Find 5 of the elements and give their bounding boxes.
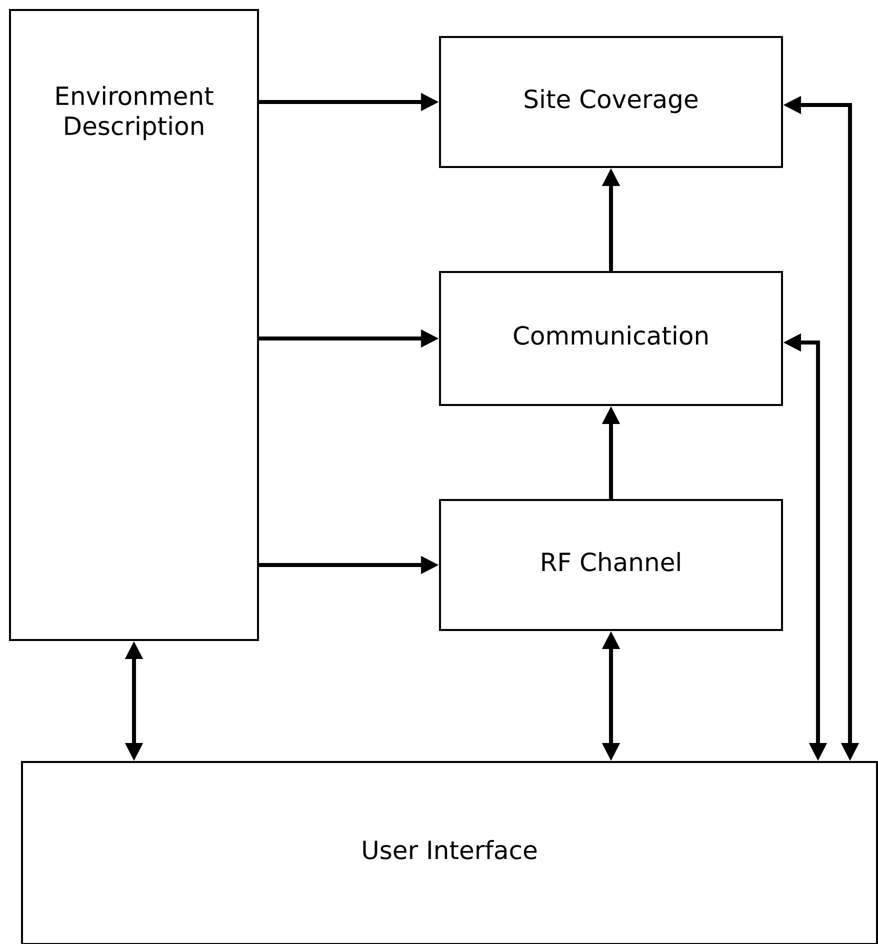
process-box: User Interface [21, 761, 878, 944]
process-box: Environment Description [9, 9, 259, 641]
process-box: Communication [439, 271, 783, 406]
process-box: Site Coverage [439, 36, 783, 168]
process-box: RF Channel [439, 499, 783, 631]
